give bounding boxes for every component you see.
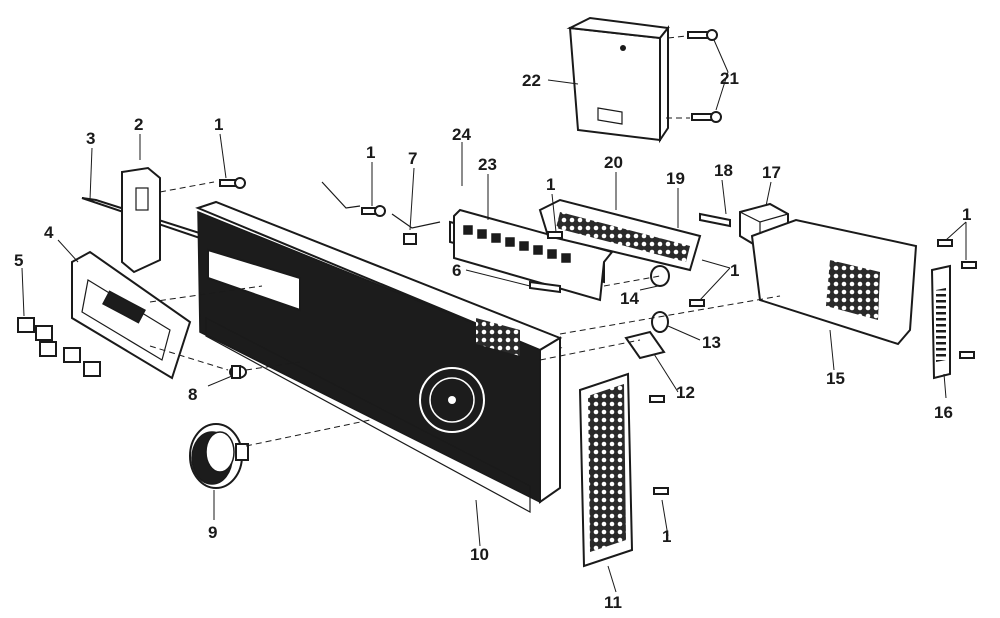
part-15-back-plate — [750, 218, 918, 346]
callout-labels: 2 1 3 4 5 1 7 24 23 1 20 19 18 17 22 21 … — [14, 69, 971, 612]
callout-23: 23 — [478, 155, 497, 174]
callout-1: 1 — [366, 143, 375, 162]
part-9-knob — [189, 423, 249, 489]
callout-14: 14 — [620, 289, 639, 308]
callout-3: 3 — [86, 129, 95, 148]
part-4-control-plate — [71, 250, 192, 380]
callout-16: 16 — [934, 403, 953, 422]
part-11-vent-grille — [578, 372, 634, 568]
part-7-wire-clip — [321, 181, 441, 245]
callout-18: 18 — [714, 161, 733, 180]
callout-1: 1 — [214, 115, 223, 134]
assembly-lines — [149, 35, 781, 447]
callout-20: 20 — [604, 153, 623, 172]
callout-9: 9 — [208, 523, 217, 542]
callout-1: 1 — [546, 175, 555, 194]
part-12-13-14-hardware — [624, 265, 670, 360]
part-22-cover-box — [566, 16, 670, 144]
callout-19: 19 — [666, 169, 685, 188]
callout-1: 1 — [662, 527, 671, 546]
callout-15: 15 — [826, 369, 845, 388]
callout-21: 21 — [720, 69, 739, 88]
callout-6: 6 — [452, 261, 461, 280]
callout-7: 7 — [408, 149, 417, 168]
leader-lines — [21, 39, 967, 593]
part-19-20-timer-assembly — [538, 198, 702, 272]
part-10-control-panel — [195, 200, 563, 514]
part-16-terminal-strip — [930, 264, 951, 380]
callout-10: 10 — [470, 545, 489, 564]
part-21-screws — [687, 29, 722, 123]
part-1-screws — [219, 177, 977, 495]
part-8-stud — [229, 365, 247, 379]
callout-12: 12 — [676, 383, 695, 402]
callout-1: 1 — [730, 261, 739, 280]
part-23-switch-block — [453, 208, 614, 302]
callout-5: 5 — [14, 251, 23, 270]
callout-17: 17 — [762, 163, 781, 182]
part-18-probe — [699, 212, 731, 228]
callout-24: 24 — [452, 125, 471, 144]
part-5-buttons — [17, 317, 101, 377]
callout-8: 8 — [188, 385, 197, 404]
callout-22: 22 — [522, 71, 541, 90]
callout-1: 1 — [962, 205, 971, 224]
callout-2: 2 — [134, 115, 143, 134]
part-2-bracket — [121, 166, 161, 274]
callout-11: 11 — [604, 593, 622, 612]
callout-4: 4 — [44, 223, 54, 242]
callout-13: 13 — [702, 333, 721, 352]
